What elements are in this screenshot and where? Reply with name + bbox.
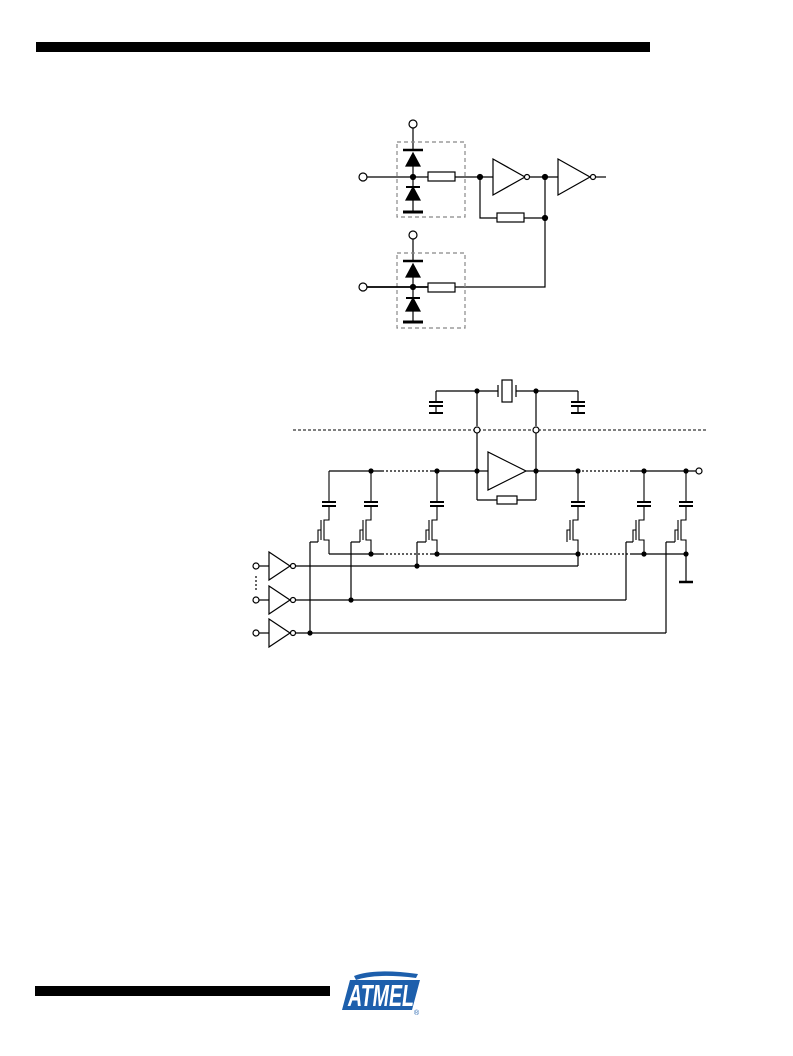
upper-channel <box>358 119 606 288</box>
crystal <box>501 379 513 403</box>
series-resistor <box>427 171 456 182</box>
series-resistor-2 <box>427 282 456 293</box>
switch-cell <box>632 471 651 554</box>
logo-swoosh <box>354 971 418 980</box>
output-buffer <box>557 157 592 197</box>
upper-clamp-diode <box>404 151 422 167</box>
logo-registered-mark: ® <box>414 1009 420 1016</box>
protection-box-2 <box>396 252 466 329</box>
input-protection-diagram <box>358 119 606 329</box>
switch-cell <box>566 471 585 554</box>
crystal-section <box>429 379 585 426</box>
ground-rail <box>329 551 693 584</box>
switched-capacitor-cells <box>317 471 693 554</box>
atmel-logo: ATMEL ® <box>342 971 420 1016</box>
input-pin-terminal-2 <box>358 282 368 292</box>
control-inverter-3 <box>268 617 292 649</box>
lower-channel <box>358 230 466 329</box>
oscillator-amplifier-section <box>474 433 539 505</box>
control-input-3 <box>252 629 260 637</box>
control-input-1 <box>252 562 260 570</box>
footer-rule <box>32 986 330 996</box>
lower-clamp-diode <box>404 185 422 201</box>
input-buffer <box>492 157 527 197</box>
protection-box <box>396 141 466 218</box>
input-pin-terminal <box>358 172 368 182</box>
header-rule <box>36 42 650 52</box>
switch-cell <box>425 471 444 554</box>
control-inverters <box>252 541 675 649</box>
logo-text: ATMEL <box>347 978 414 1013</box>
xtal1-pad <box>473 426 481 434</box>
bias-resistor <box>496 495 518 505</box>
feedback-resistor <box>496 212 525 223</box>
supply-pin-terminal-2 <box>408 230 418 240</box>
control-input-2 <box>252 596 260 604</box>
control-inverter-1 <box>268 550 292 582</box>
oscillator-amplifier <box>487 451 528 491</box>
switch-cell <box>674 471 693 554</box>
switch-cell <box>359 471 378 554</box>
logo-badge <box>342 980 420 1010</box>
xtal2-pad <box>532 426 540 434</box>
supply-pin-terminal <box>408 119 418 129</box>
lower-clamp-diode-2 <box>404 296 422 312</box>
switch-cell <box>317 471 336 554</box>
output-terminal <box>695 467 703 475</box>
upper-clamp-diode-2 <box>404 262 422 278</box>
crystal-oscillator-diagram <box>252 379 708 649</box>
control-inverter-2 <box>268 584 292 616</box>
